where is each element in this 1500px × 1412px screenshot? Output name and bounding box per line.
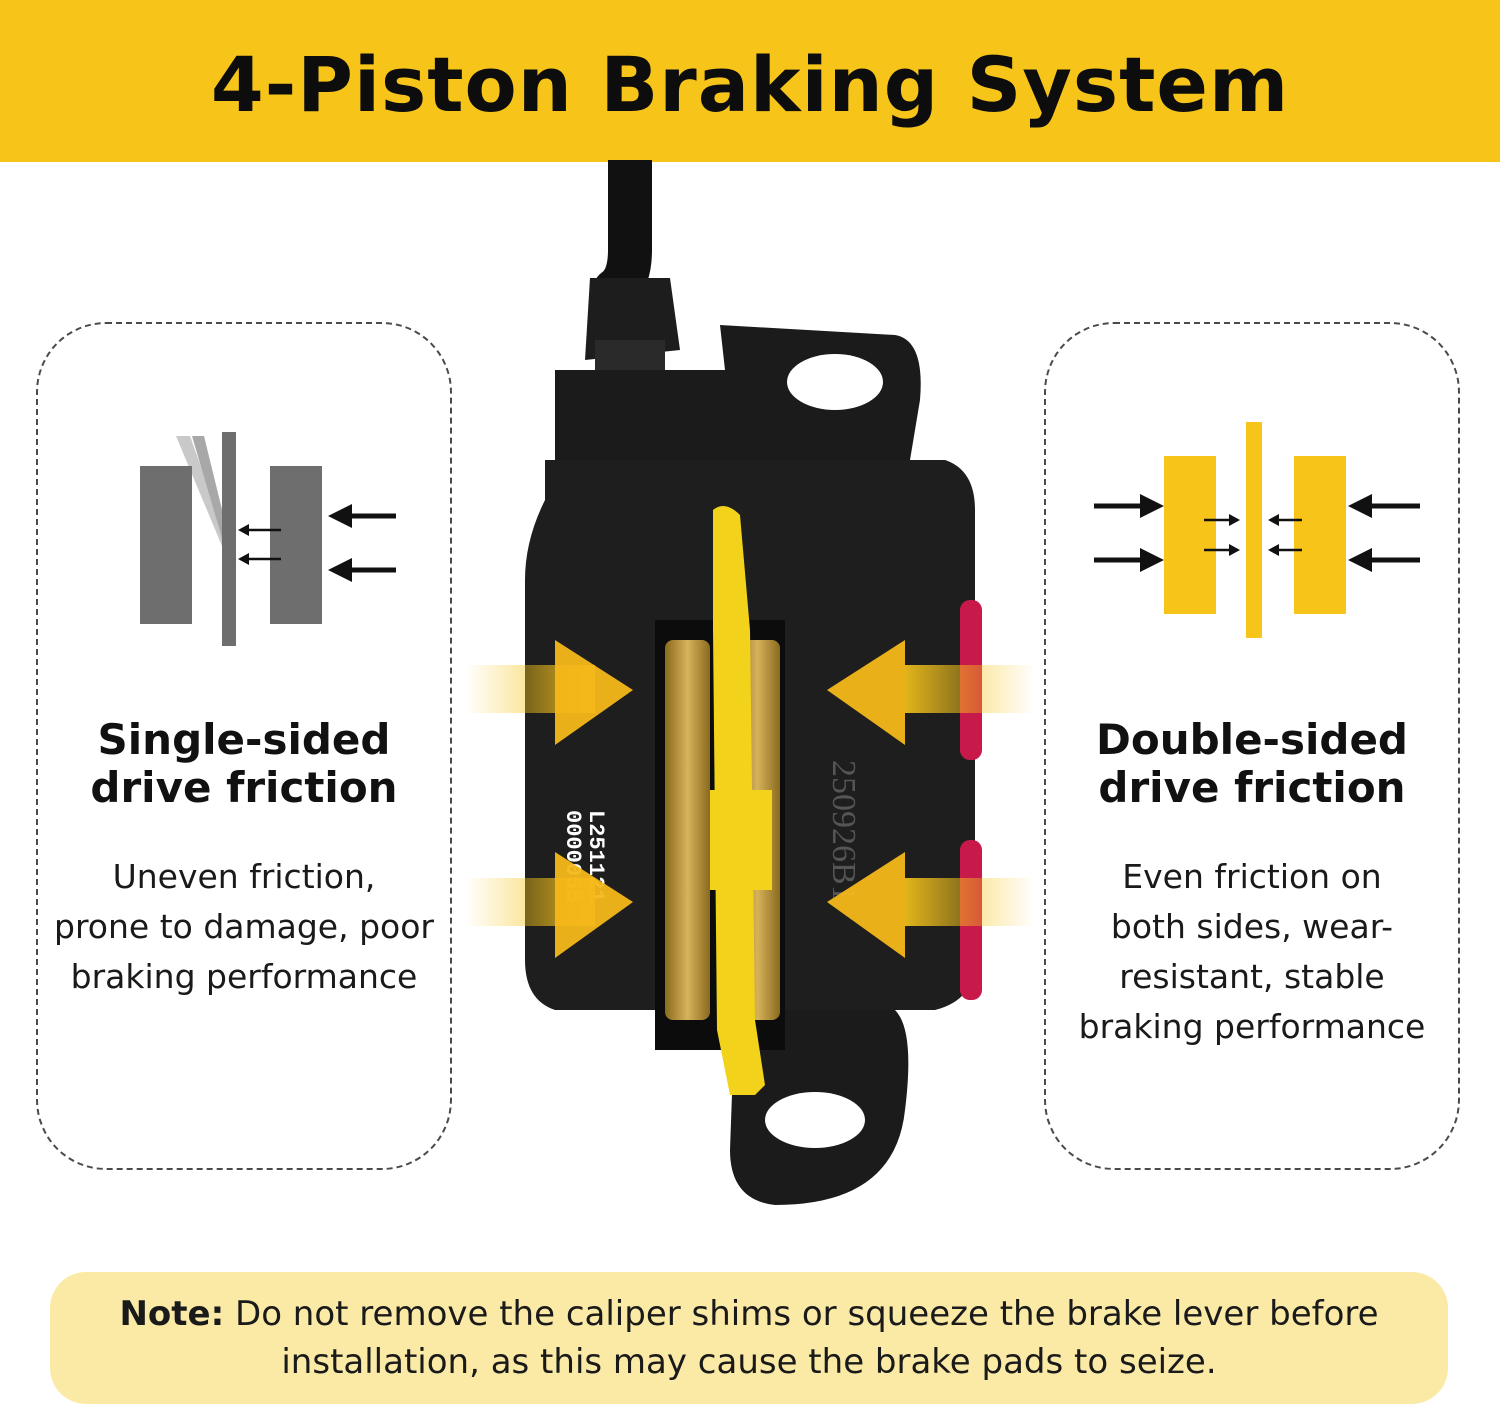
- single-sided-heading: Single-sided drive friction: [90, 715, 398, 812]
- double-sided-heading: Double-sided drive friction: [1095, 715, 1408, 812]
- double-sided-card: Double-sided drive friction Even frictio…: [1044, 322, 1460, 1170]
- serial-label-c: 250926B1: [825, 760, 862, 902]
- title-banner: 4-Piston Braking System: [0, 0, 1500, 162]
- double-sided-diagram-icon: [1094, 422, 1420, 638]
- single-sided-description: Uneven friction, prone to damage, poor b…: [54, 857, 434, 996]
- double-sided-description: Even friction on both sides, wear- resis…: [1078, 857, 1426, 1046]
- note-label: Note:: [119, 1294, 225, 1334]
- note-text: Note: Do not remove the caliper shims or…: [119, 1294, 1379, 1382]
- brake-caliper-image: L251121 0000055 250926B1: [465, 160, 1035, 1205]
- installation-note: Note: Do not remove the caliper shims or…: [50, 1272, 1448, 1404]
- single-sided-card: Single-sided drive friction Uneven frict…: [36, 322, 452, 1170]
- page-title: 4-Piston Braking System: [210, 40, 1290, 129]
- single-sided-diagram-icon: [140, 432, 396, 646]
